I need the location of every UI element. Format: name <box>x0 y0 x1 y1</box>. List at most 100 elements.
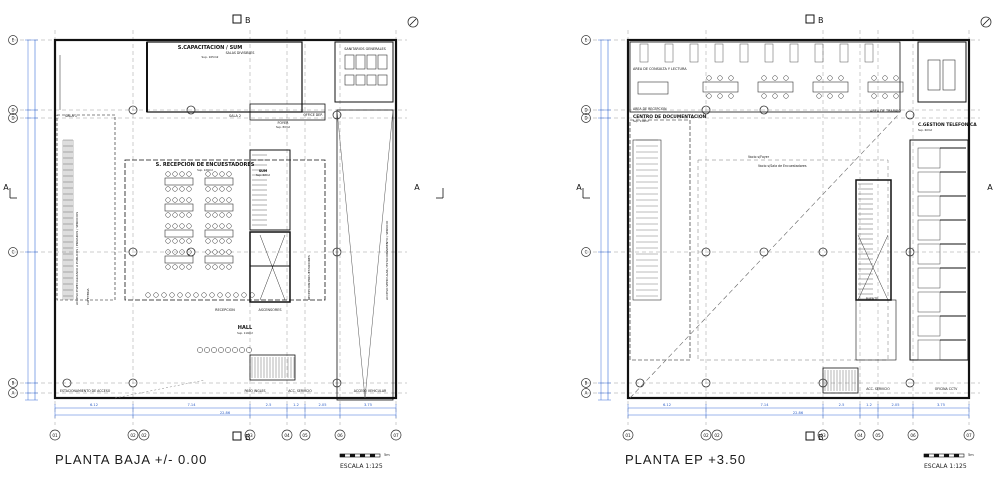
grid-bubble-col <box>711 429 723 441</box>
room-label-acceso-vehicular: ACCESO VEHICULAR <box>354 389 387 393</box>
chair <box>882 93 888 99</box>
chair <box>225 292 231 298</box>
chair <box>205 264 211 270</box>
column <box>818 378 828 388</box>
grid-bubble-label: B <box>12 381 15 386</box>
room-label-acc-servicio: ACC. SERVICIO <box>288 389 312 393</box>
section-marker-letter: B <box>818 16 824 25</box>
grid-bubble-row <box>581 388 591 398</box>
chair <box>177 292 183 298</box>
room-area: Sup. 60m2 <box>918 128 932 132</box>
grid-bubble-label: 02 <box>703 433 709 438</box>
chair <box>226 264 232 270</box>
stair-core-bottom <box>822 367 859 394</box>
book-shelf <box>814 43 824 63</box>
table <box>204 229 234 238</box>
dimension-label: 1.2 <box>866 403 872 407</box>
table <box>204 203 234 212</box>
chair <box>717 75 723 81</box>
chair <box>827 75 833 81</box>
chair <box>186 238 192 244</box>
room-area: Sup. 110m2 <box>633 119 649 123</box>
grid-bubble-label: 05 <box>302 433 308 438</box>
table <box>164 229 194 238</box>
chair <box>226 171 232 177</box>
book-shelf <box>739 43 749 63</box>
ramp-line <box>364 109 394 399</box>
dimension-total: 22.86 <box>220 411 231 415</box>
chair <box>165 238 171 244</box>
grid-bubble-label: E <box>12 38 15 43</box>
room-gestion-telefonica <box>909 139 969 361</box>
ramp-line <box>336 109 366 399</box>
section-marker-letter: B <box>245 16 251 25</box>
chair <box>153 292 159 298</box>
room-label-puente: PUENTE <box>866 297 879 301</box>
grid-bubble-label: 03 <box>820 433 826 438</box>
call-desk <box>917 243 941 265</box>
chair <box>728 93 734 99</box>
grid-bubble-label: 01 <box>52 433 58 438</box>
toilet-stall <box>366 54 377 70</box>
chair <box>209 292 215 298</box>
book-shelf <box>664 43 674 63</box>
grid-bubble-col <box>127 429 139 441</box>
chair <box>193 292 199 298</box>
toilet-stall <box>377 74 388 86</box>
chair <box>226 249 232 255</box>
column <box>62 378 72 388</box>
elevator-cross <box>857 234 889 301</box>
chair <box>239 347 245 353</box>
column <box>332 378 342 388</box>
room-label-paso: PASO INGLES <box>244 389 265 393</box>
room-label-vacio-sala: Vacio s/Sala de Encuestadores <box>758 164 807 168</box>
chair <box>165 197 171 203</box>
chair <box>205 212 211 218</box>
chair <box>838 93 844 99</box>
room-label-recepcion-enc: S. RECEPCION DE ENCUESTADORES <box>156 162 255 168</box>
plan-title-ground: PLANTA BAJA +/- 0.00 <box>55 452 208 467</box>
chair <box>186 171 192 177</box>
north-arrow-needle <box>409 18 417 26</box>
column <box>905 247 915 257</box>
table <box>164 255 194 264</box>
room-label-sala2: SALA 2 <box>229 114 241 118</box>
north-arrow <box>980 16 992 28</box>
grid-bubble-label: 06 <box>337 433 343 438</box>
column <box>332 110 342 120</box>
chair <box>172 212 178 218</box>
toilet-stall <box>344 54 355 70</box>
chair <box>225 347 231 353</box>
room-foyer <box>249 103 326 121</box>
column <box>905 110 915 120</box>
toilet-stall <box>927 59 941 91</box>
section-marker-box <box>232 14 242 24</box>
chair <box>186 212 192 218</box>
chair <box>179 264 185 270</box>
scale-bar-segment <box>933 453 940 458</box>
chair <box>706 93 712 99</box>
chair <box>205 238 211 244</box>
chair <box>205 171 211 177</box>
grid-bubble-col <box>281 429 293 441</box>
elevator-cross <box>259 234 286 301</box>
north-arrow <box>407 16 419 28</box>
column <box>701 105 711 115</box>
building-outline <box>53 38 398 400</box>
chair <box>212 197 218 203</box>
chair <box>186 264 192 270</box>
grid-bubble-col <box>244 429 256 441</box>
vegetation-line <box>114 379 206 399</box>
grid-bubble-col <box>700 429 712 441</box>
column <box>635 378 645 388</box>
dimension-label: 3.75 <box>937 403 945 407</box>
room-label-gestion: C.GESTION TELEFONICA <box>918 122 977 128</box>
room-label-sum2: SUM <box>259 169 268 173</box>
chair <box>871 93 877 99</box>
grid-bubble-label: E <box>585 38 588 43</box>
chair <box>172 186 178 192</box>
chair <box>204 347 210 353</box>
grid-bubble-col <box>963 429 975 441</box>
